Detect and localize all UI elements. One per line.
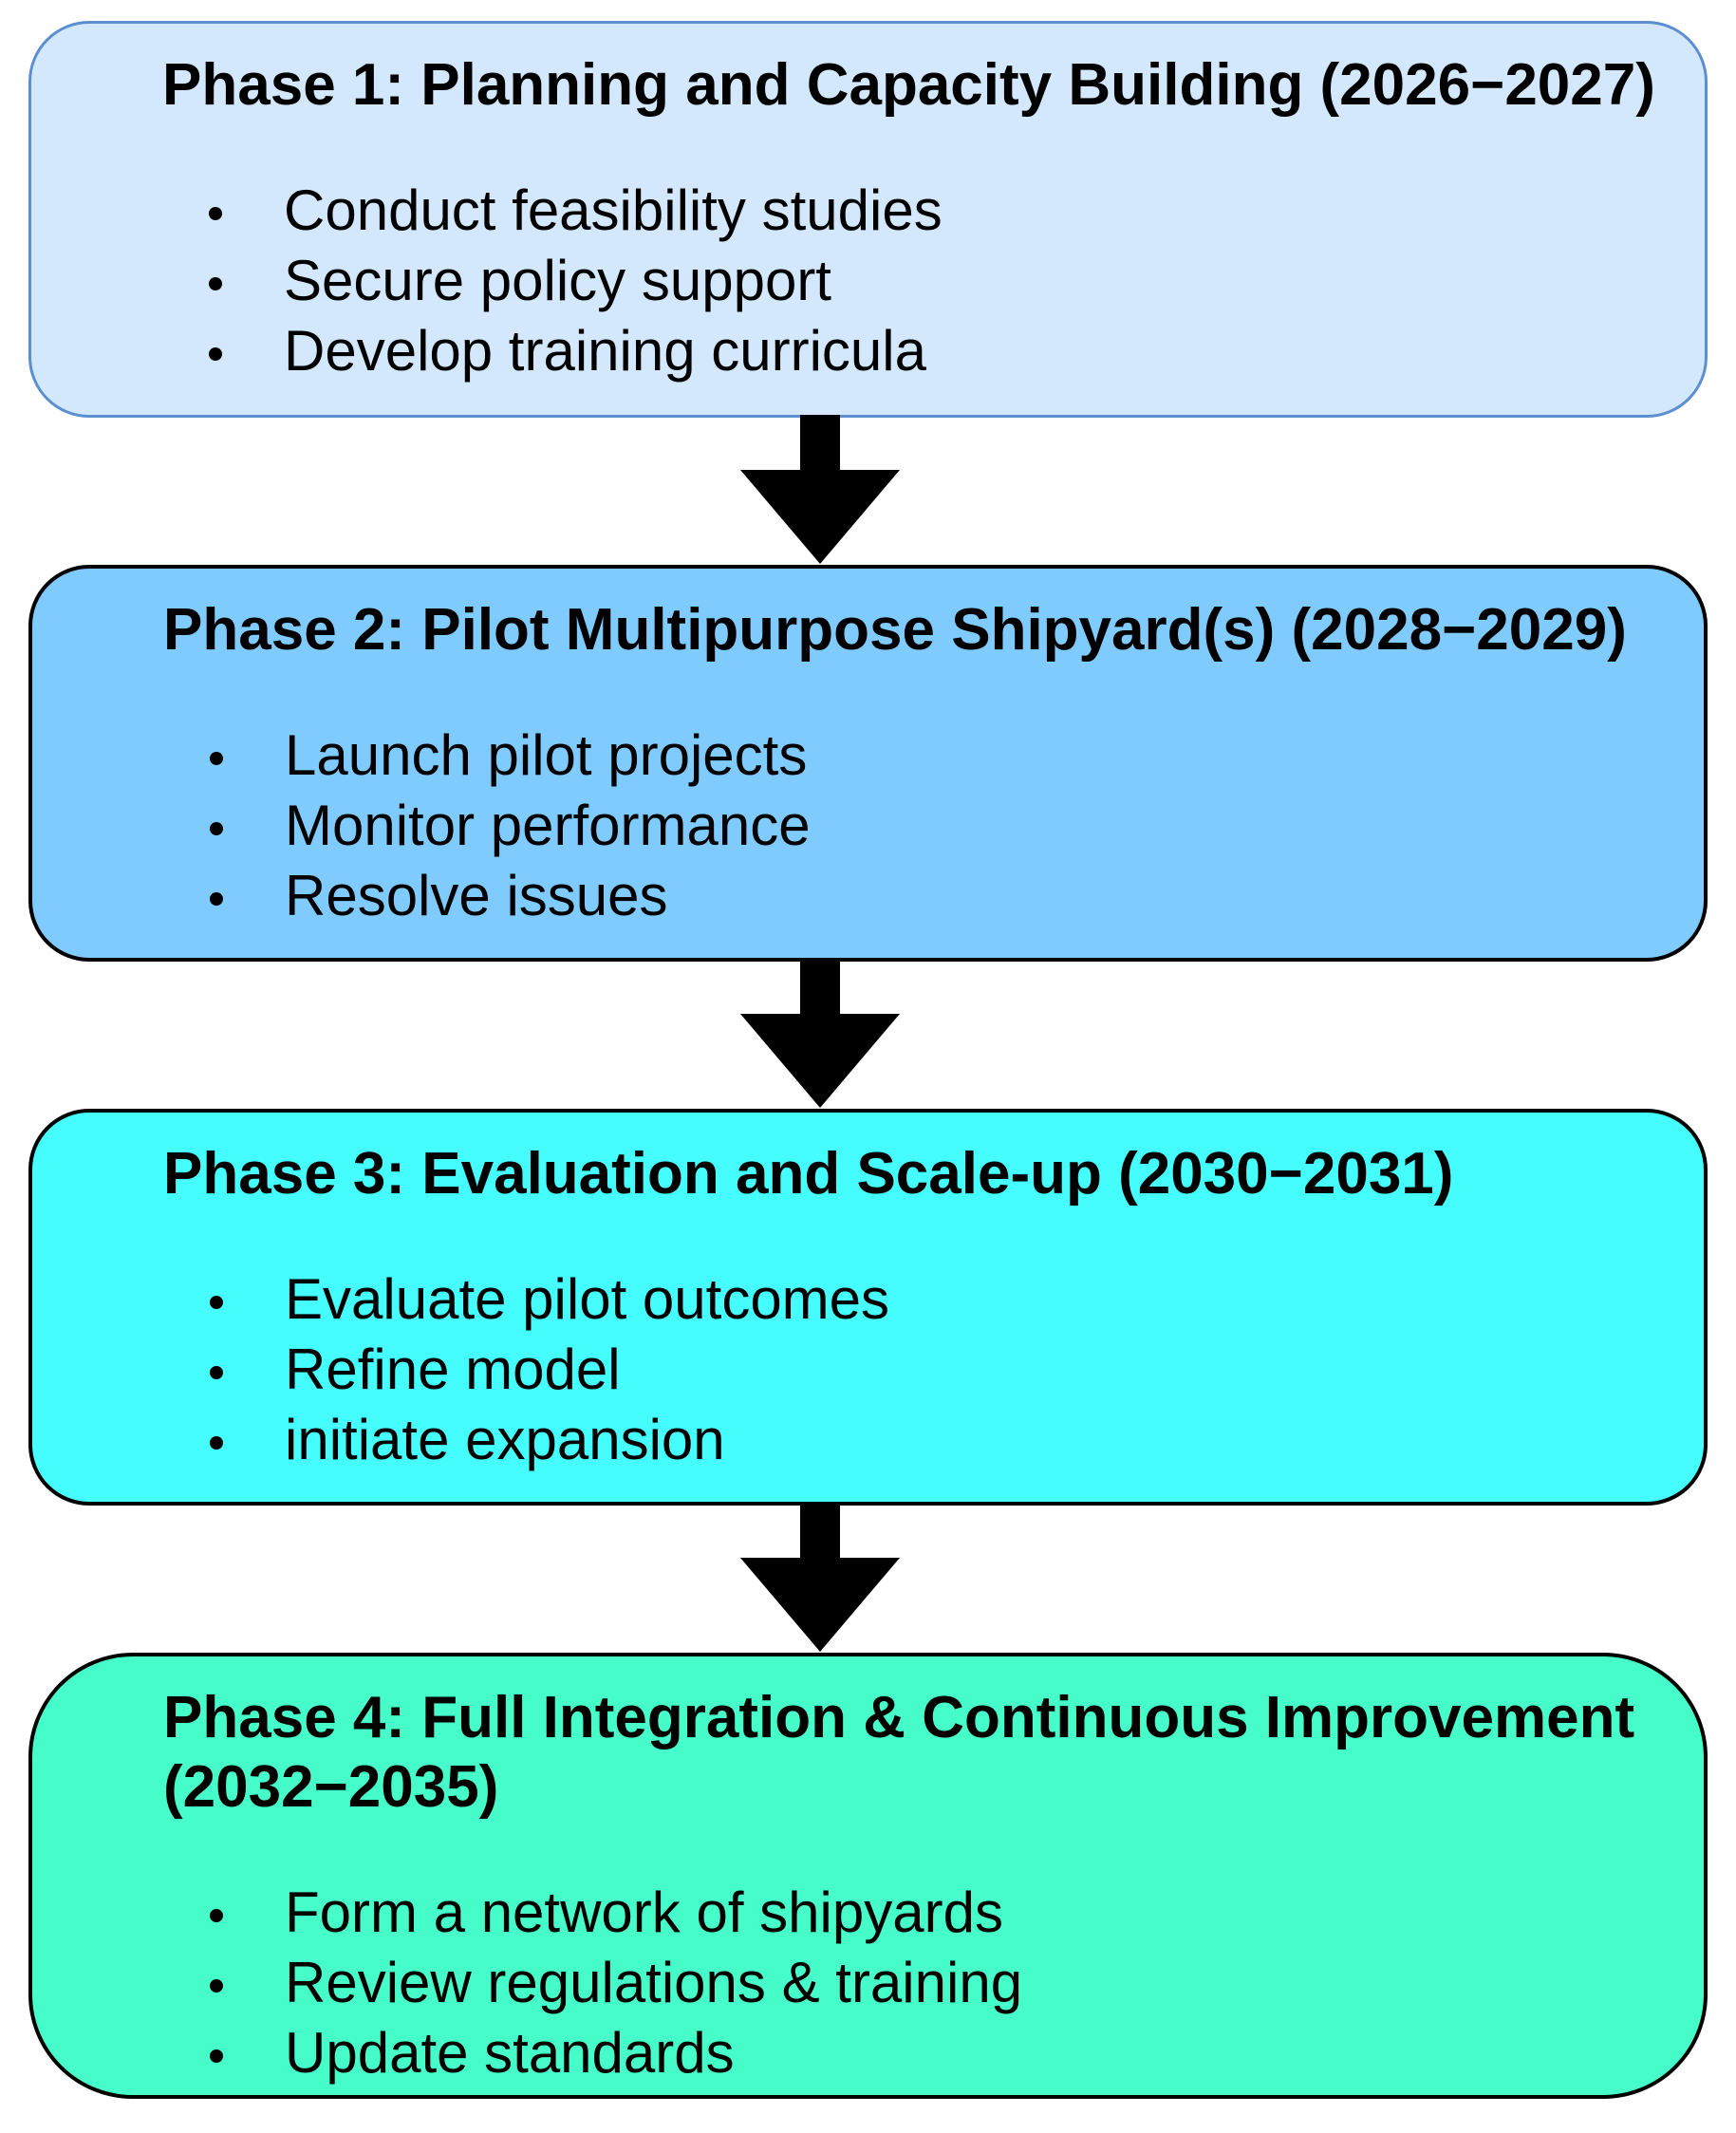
bullet-icon [209, 277, 222, 290]
phase-4-title: Phase 4: Full Integration & Continuous I… [163, 1685, 1635, 1820]
list-item: Form a network of shipyards [210, 1878, 1022, 1948]
bullet-text: Launch pilot projects [285, 723, 808, 787]
down-arrow-icon [740, 1503, 900, 1652]
bullet-text: Conduct feasibility studies [284, 178, 943, 242]
bullet-text: Refine model [285, 1338, 621, 1401]
phase-1-title: Phase 1: Planning and Capacity Building … [162, 52, 1655, 118]
list-item: Conduct feasibility studies [209, 176, 943, 246]
phase-4-bullet-list: Form a network of shipyards Review regul… [210, 1878, 1023, 2088]
list-item: Update standards [210, 2018, 1022, 2088]
phase-2-title: Phase 2: Pilot Multipurpose Shipyard(s) … [163, 597, 1627, 663]
list-item: Evaluate pilot outcomes [210, 1264, 890, 1335]
bullet-icon [209, 347, 222, 361]
phase-1-box: Phase 1: Planning and Capacity Building … [28, 21, 1708, 418]
list-item: Resolve issues [210, 861, 811, 931]
list-item: Develop training curricula [209, 316, 943, 386]
phase-3-box: Phase 3: Evaluation and Scale-up (2030−2… [28, 1109, 1708, 1506]
bullet-text: Monitor performance [285, 794, 811, 857]
list-item: Monitor performance [210, 791, 811, 861]
bullet-icon [210, 752, 223, 765]
bullet-icon [210, 892, 223, 906]
bullet-icon [210, 822, 223, 835]
down-arrow-icon [740, 415, 900, 564]
phase-4-box: Phase 4: Full Integration & Continuous I… [28, 1653, 1708, 2099]
list-item: Secure policy support [209, 246, 943, 316]
bullet-text: Update standards [285, 2021, 735, 2085]
down-arrow-icon [740, 959, 900, 1108]
list-item: Launch pilot projects [210, 720, 811, 791]
list-item: Review regulations & training [210, 1948, 1023, 2018]
phase-2-box: Phase 2: Pilot Multipurpose Shipyard(s) … [28, 565, 1708, 962]
bullet-icon [210, 1909, 223, 1922]
bullet-text: Develop training curricula [284, 319, 926, 383]
bullet-icon [209, 207, 222, 220]
list-item: initiate expansion [210, 1405, 889, 1475]
bullet-text: Resolve issues [285, 864, 668, 927]
bullet-icon [210, 2049, 223, 2063]
bullet-text: Review regulations & training [285, 1951, 1023, 2014]
list-item: Refine model [210, 1335, 889, 1405]
phase-1-bullet-list: Conduct feasibility studies Secure polic… [209, 176, 943, 386]
phase-3-bullet-list: Evaluate pilot outcomes Refine model ini… [210, 1264, 890, 1475]
bullet-icon [210, 1979, 223, 1993]
bullet-text: Evaluate pilot outcomes [285, 1267, 890, 1331]
bullet-text: initiate expansion [285, 1408, 725, 1471]
phase-3-title: Phase 3: Evaluation and Scale-up (2030−2… [163, 1141, 1454, 1207]
bullet-icon [210, 1366, 223, 1379]
phase-2-bullet-list: Launch pilot projects Monitor performanc… [210, 720, 811, 931]
bullet-icon [210, 1296, 223, 1309]
bullet-text: Form a network of shipyards [285, 1880, 1003, 1944]
bullet-text: Secure policy support [284, 249, 831, 312]
bullet-icon [210, 1436, 223, 1450]
